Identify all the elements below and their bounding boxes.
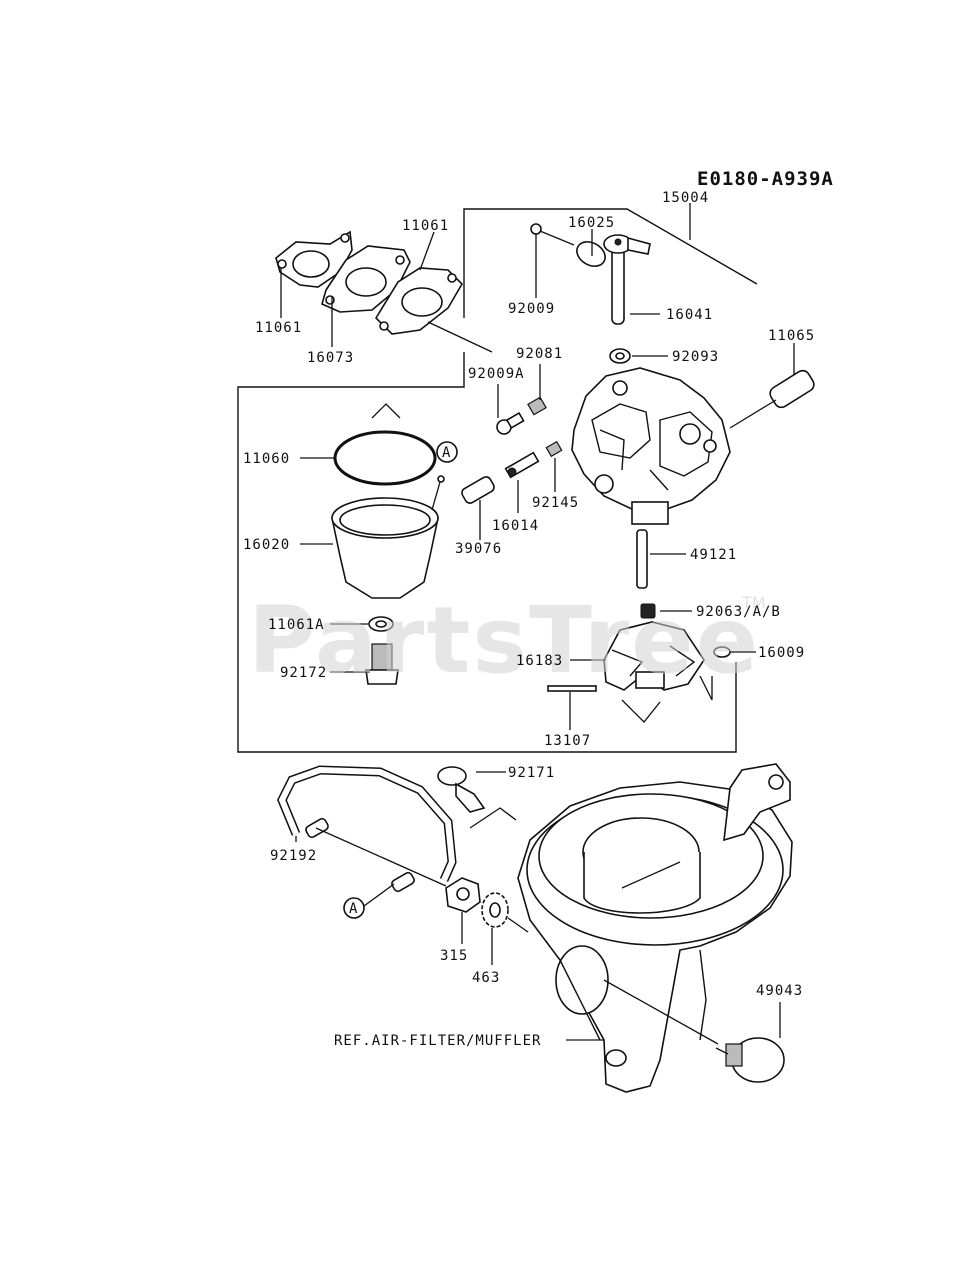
leader-lines xyxy=(280,203,795,1045)
label-92009A: 92009A xyxy=(468,366,525,382)
primer-bulb-49043 xyxy=(715,1037,785,1083)
label-15004: 15004 xyxy=(662,190,709,206)
label-ref-air-filter-muffler: REF.AIR-FILTER/MUFFLER xyxy=(334,1033,541,1049)
screw-92009A xyxy=(496,411,525,435)
needle-49121 xyxy=(636,529,648,589)
label-16020: 16020 xyxy=(243,537,290,553)
label-39076: 39076 xyxy=(455,541,502,557)
label-11061A: 11061A xyxy=(268,617,325,633)
insulator-16073 xyxy=(321,245,411,313)
drain-bolt-92172 xyxy=(365,643,399,685)
label-16073: 16073 xyxy=(307,350,354,366)
hose-clamp-92171 xyxy=(437,766,486,813)
label-13107: 13107 xyxy=(544,733,591,749)
watermark: PartsTree xyxy=(248,587,760,694)
float-bowl-16020 xyxy=(331,475,445,599)
part-labels: 15004 16025 11061 11061 16073 92009 1604… xyxy=(243,190,815,1049)
label-11061-top: 11061 xyxy=(402,218,449,234)
float-pin-13107 xyxy=(547,685,597,692)
label-11061-left: 11061 xyxy=(255,320,302,336)
callout-a-top: A xyxy=(436,441,458,463)
label-92172: 92172 xyxy=(280,665,327,681)
carburetor-assembly-frame xyxy=(237,208,758,753)
label-92081: 92081 xyxy=(516,346,563,362)
label-16014: 16014 xyxy=(492,518,539,534)
label-16025: 16025 xyxy=(568,215,615,231)
label-49043: 49043 xyxy=(756,983,803,999)
pilot-jet-11065 xyxy=(769,369,815,409)
fuel-hose-92192 xyxy=(277,765,457,893)
label-315: 315 xyxy=(440,948,468,964)
carburetor-body xyxy=(571,367,731,525)
callout-a-top-letter: A xyxy=(442,445,451,461)
float-16183 xyxy=(603,621,705,691)
label-92145: 92145 xyxy=(532,495,579,511)
air-filter-base xyxy=(517,763,793,1093)
throttle-plate-16025 xyxy=(576,241,606,267)
main-jet-92063 xyxy=(640,603,656,619)
spacer-39076 xyxy=(461,476,495,504)
pilot-screw-16014 xyxy=(504,451,540,479)
label-11060: 11060 xyxy=(243,451,290,467)
diagram-code: E0180-A939A xyxy=(697,168,834,190)
label-16009: 16009 xyxy=(758,645,805,661)
gasket-11061-left xyxy=(275,230,353,288)
label-92093: 92093 xyxy=(672,349,719,365)
label-11065: 11065 xyxy=(768,328,815,344)
label-463: 463 xyxy=(472,970,500,986)
label-16041: 16041 xyxy=(666,307,713,323)
gasket-11061-right xyxy=(374,267,464,335)
callout-a-bottom: A xyxy=(343,897,365,919)
label-16183: 16183 xyxy=(516,653,563,669)
label-92192: 92192 xyxy=(270,848,317,864)
gasket-11061A xyxy=(368,616,394,632)
watermark-tm: TM xyxy=(741,593,766,612)
label-49121: 49121 xyxy=(690,547,737,563)
nut-315 xyxy=(445,877,481,913)
label-92171: 92171 xyxy=(508,765,555,781)
label-92063: 92063/A/B xyxy=(696,604,781,620)
washer-463 xyxy=(481,892,509,928)
label-92009: 92009 xyxy=(508,301,555,317)
throttle-shaft-16041 xyxy=(603,234,651,325)
float-bracket-lines xyxy=(621,675,713,723)
seal-92093 xyxy=(609,348,631,364)
o-ring-11060 xyxy=(333,430,437,486)
callout-a-bottom-letter: A xyxy=(349,901,358,917)
spring-92145 xyxy=(545,440,563,458)
spring-92081 xyxy=(527,396,547,416)
